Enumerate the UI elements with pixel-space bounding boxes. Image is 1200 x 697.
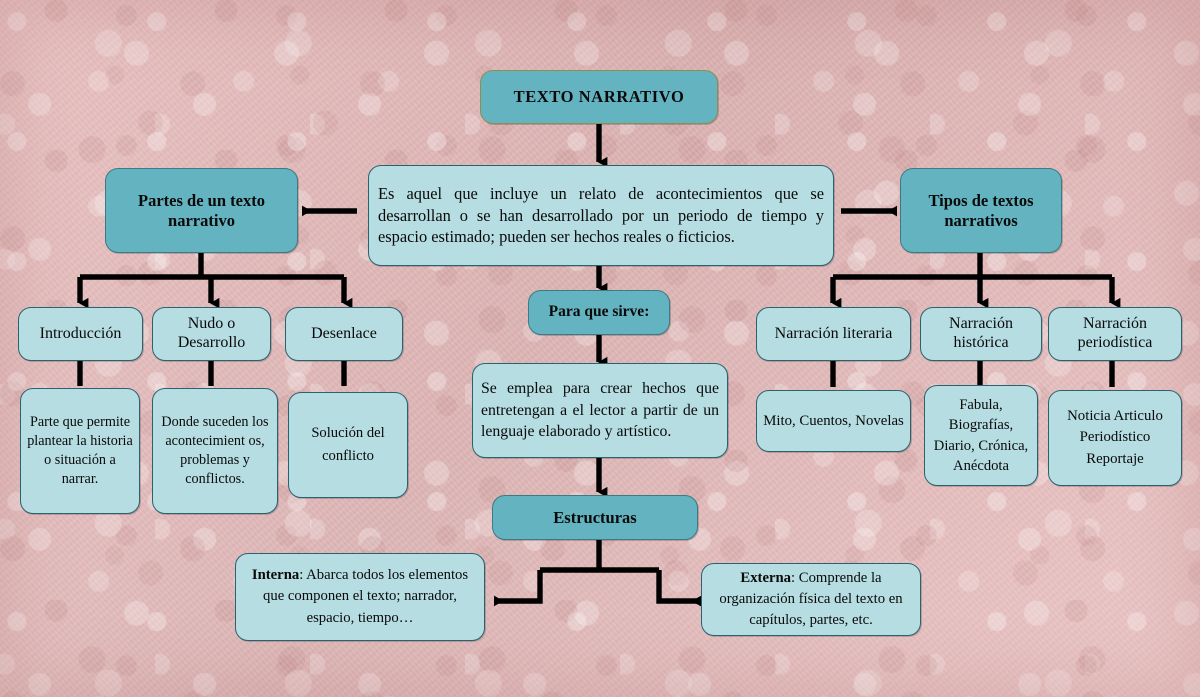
node-partes-item-nudo[interactable]: Nudo o Desarrollo bbox=[152, 307, 271, 361]
node-tipos-detail-periodistica-text: Noticia Articulo Periodístico Reportaje bbox=[1067, 407, 1163, 467]
node-tipos-detail-literaria[interactable]: Mito, Cuentos, Novelas bbox=[756, 390, 911, 452]
node-partes-detail-introduccion[interactable]: Parte que permite plantear la historia o… bbox=[20, 388, 140, 514]
node-partes-item-desenlace[interactable]: Desenlace bbox=[285, 307, 403, 361]
node-para-que-sirve-detalle-label: Se emplea para crear hechos que entreten… bbox=[481, 380, 719, 441]
node-tipos-item-literaria-label: Narración literaria bbox=[774, 324, 893, 342]
node-tipos-item-literaria[interactable]: Narración literaria bbox=[756, 307, 911, 361]
node-root-label: TEXTO NARRATIVO bbox=[513, 87, 685, 107]
connector-estructuras-to-interna bbox=[493, 570, 543, 607]
node-partes-item-introduccion-label: Introducción bbox=[39, 324, 122, 342]
node-estructuras-item-interna-separator: : bbox=[299, 567, 307, 584]
node-tipos[interactable]: Tipos de textos narrativos bbox=[900, 168, 1062, 253]
node-partes-detail-desenlace-text: Solución del conflicto bbox=[311, 425, 385, 464]
node-estructuras-item-interna-text: Abarca todos los elementos que componen … bbox=[263, 567, 469, 626]
node-para-que-sirve-label: Para que sirve: bbox=[548, 303, 650, 321]
node-partes-detail-desenlace[interactable]: Solución del conflicto bbox=[288, 392, 408, 498]
node-partes-label: Partes de un texto narrativo bbox=[138, 191, 265, 230]
node-tipos-item-historica-label: Narración histórica bbox=[949, 315, 1013, 351]
node-definition-label: Es aquel que incluye un relato de aconte… bbox=[378, 184, 824, 247]
node-partes-detail-nudo-text: Donde suceden los acontecimient os, prob… bbox=[161, 414, 269, 487]
node-estructuras-label: Estructuras bbox=[553, 507, 637, 527]
node-tipos-item-periodistica[interactable]: Narración periodística bbox=[1048, 307, 1182, 361]
connector-estructuras-to-externa bbox=[656, 570, 702, 607]
node-tipos-detail-historica-text: Fabula, Biografías, Diario, Crónica, Ané… bbox=[933, 397, 1029, 474]
node-estructuras-item-externa-separator: : bbox=[791, 569, 799, 586]
node-definition[interactable]: Es aquel que incluye un relato de aconte… bbox=[368, 165, 834, 266]
node-tipos-detail-periodistica[interactable]: Noticia Articulo Periodístico Reportaje bbox=[1048, 390, 1182, 486]
node-estructuras-item-interna[interactable]: Interna: Abarca todos los elementos que … bbox=[235, 553, 485, 641]
node-partes-detail-introduccion-text: Parte que permite plantear la historia o… bbox=[27, 414, 133, 487]
node-estructuras-item-externa[interactable]: Externa: Comprende la organización físic… bbox=[701, 563, 921, 636]
node-partes-item-introduccion[interactable]: Introducción bbox=[18, 307, 143, 361]
node-tipos-label: Tipos de textos narrativos bbox=[928, 191, 1034, 230]
node-para-que-sirve[interactable]: Para que sirve: bbox=[528, 290, 670, 335]
node-tipos-item-historica[interactable]: Narración histórica bbox=[920, 307, 1042, 361]
node-partes-detail-nudo[interactable]: Donde suceden los acontecimient os, prob… bbox=[152, 388, 278, 514]
node-estructuras-item-externa-term: Externa bbox=[740, 569, 792, 586]
node-estructuras-item-externa-text: Comprende la organización física del tex… bbox=[719, 569, 903, 629]
node-root[interactable]: TEXTO NARRATIVO bbox=[480, 70, 718, 124]
node-partes-item-desenlace-label: Desenlace bbox=[311, 324, 377, 342]
node-estructuras[interactable]: Estructuras bbox=[492, 495, 698, 540]
node-para-que-sirve-detalle[interactable]: Se emplea para crear hechos que entreten… bbox=[472, 363, 728, 458]
node-partes[interactable]: Partes de un texto narrativo bbox=[105, 168, 298, 253]
node-tipos-detail-literaria-text: Mito, Cuentos, Novelas bbox=[763, 412, 904, 429]
node-tipos-detail-historica[interactable]: Fabula, Biografías, Diario, Crónica, Ané… bbox=[924, 385, 1038, 486]
node-estructuras-item-interna-term: Interna bbox=[251, 567, 300, 584]
node-partes-item-nudo-label: Nudo o Desarrollo bbox=[177, 315, 246, 351]
node-tipos-item-periodistica-label: Narración periodística bbox=[1077, 315, 1153, 351]
